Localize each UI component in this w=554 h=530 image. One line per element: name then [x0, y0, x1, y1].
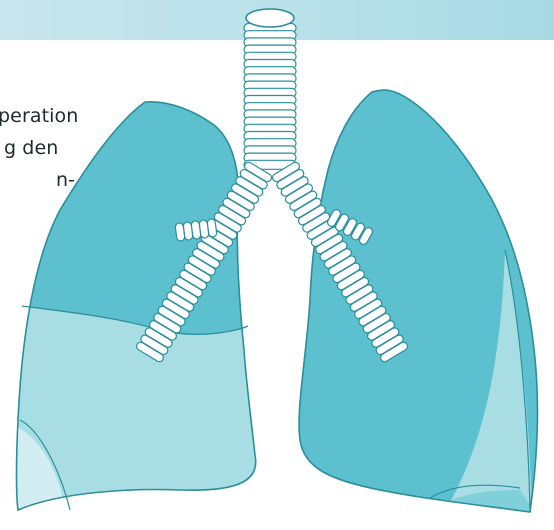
left-branch-ring	[175, 223, 185, 242]
right-lung	[290, 80, 550, 530]
left-lung	[0, 80, 280, 530]
trachea-opening	[246, 9, 294, 27]
